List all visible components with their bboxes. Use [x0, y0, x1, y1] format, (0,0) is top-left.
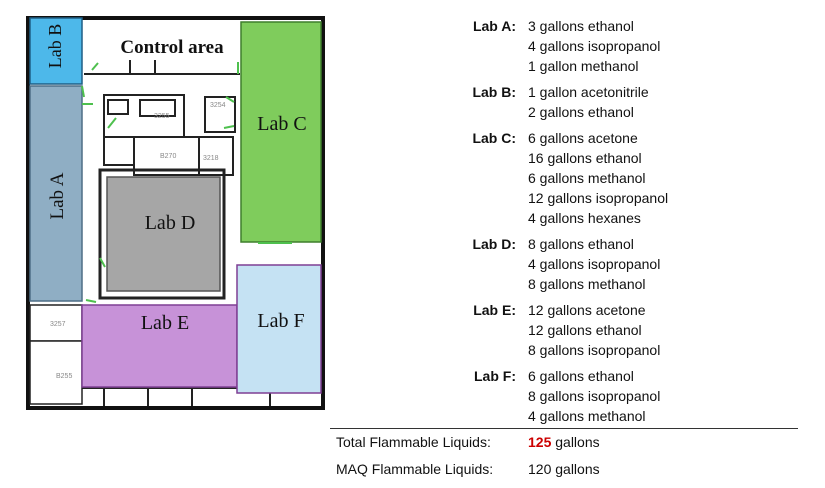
chemical-item: 12 gallons isopropanol — [528, 190, 669, 206]
chemical-list: 1 gallon acetonitrile 2 gallons ethanol — [528, 82, 649, 122]
chemical-item: 4 gallons hexanes — [528, 210, 641, 226]
lab-d-zone[interactable] — [106, 176, 221, 292]
chemical-item: 12 gallons ethanol — [528, 322, 642, 338]
chemical-list: 8 gallons ethanol 4 gallons isopropanol … — [528, 234, 660, 294]
maq-flammable-value: 120 gallons — [528, 461, 600, 477]
lab-f-label: Lab F — [257, 310, 304, 332]
chemical-item: 4 gallons methanol — [528, 408, 646, 424]
stair-rail — [107, 99, 129, 115]
total-flammable-label: Total Flammable Liquids: — [336, 434, 491, 450]
chemical-item: 3 gallons ethanol — [528, 18, 634, 34]
door-markers — [81, 62, 292, 303]
chemical-item: 16 gallons ethanol — [528, 150, 642, 166]
lab-name: Lab C: — [472, 130, 516, 146]
lab-e-zone[interactable] — [81, 304, 238, 388]
chemical-list: 3 gallons ethanol 4 gallons isopropanol … — [528, 16, 660, 76]
chemical-item: 6 gallons methanol — [528, 170, 646, 186]
lab-b-label: Lab B — [45, 24, 65, 69]
lab-a-zone[interactable] — [29, 85, 83, 302]
total-flammable-value: 125 gallons — [528, 432, 600, 452]
total-flammable-number: 125 — [528, 434, 552, 450]
chemical-item: 6 gallons ethanol — [528, 368, 634, 384]
chemical-item: 2 gallons ethanol — [528, 104, 634, 120]
lab-c-label: Lab C — [257, 113, 306, 135]
chemical-item: 8 gallons isopropanol — [528, 388, 661, 404]
room-number: 3255 — [154, 113, 170, 120]
lab-c-zone[interactable] — [240, 21, 322, 243]
control-area-label: Control area — [120, 37, 224, 58]
stair-rail — [139, 99, 176, 117]
lab-b-zone[interactable] — [29, 17, 83, 85]
chemical-item: 8 gallons isopropanol — [528, 342, 661, 358]
chemical-item: 1 gallon acetonitrile — [528, 84, 649, 100]
lab-a-label: Lab A — [47, 172, 68, 219]
chemical-item: 6 gallons acetone — [528, 130, 638, 146]
interior-room — [204, 96, 236, 133]
room-number: 3218 — [203, 155, 219, 162]
lab-name: Lab A: — [472, 18, 516, 34]
chemical-list: 6 gallons ethanol 8 gallons isopropanol … — [528, 366, 660, 426]
lab-d-label: Lab D — [145, 212, 196, 234]
lab-name: Lab D: — [472, 236, 516, 252]
floor-plan: Control area Lab B Lab A Lab C Lab D Lab… — [26, 16, 325, 410]
chemical-item: 4 gallons isopropanol — [528, 38, 661, 54]
room-number: B270 — [160, 153, 176, 160]
chemical-item: 1 gallon methanol — [528, 58, 639, 74]
corridor — [98, 168, 226, 300]
maq-flammable-label: MAQ Flammable Liquids: — [336, 461, 494, 477]
chemical-item: 4 gallons isopropanol — [528, 256, 661, 272]
lab-name: Lab B: — [472, 84, 516, 100]
chemical-item: 8 gallons methanol — [528, 276, 646, 292]
room-number: 3257 — [50, 321, 66, 328]
chemical-list: 6 gallons acetone 16 gallons ethanol 6 g… — [528, 128, 668, 228]
total-flammable-unit: gallons — [551, 434, 600, 450]
summary-divider — [330, 428, 798, 429]
lab-f-zone[interactable] — [236, 264, 322, 394]
chemical-list: 12 gallons acetone 12 gallons ethanol 8 … — [528, 300, 660, 360]
room-number: B255 — [56, 373, 72, 380]
lab-name: Lab F: — [474, 368, 516, 384]
lab-name: Lab E: — [473, 302, 516, 318]
interior-room — [198, 136, 234, 176]
chemical-item: 12 gallons acetone — [528, 302, 646, 318]
chemical-item: 8 gallons ethanol — [528, 236, 634, 252]
lab-e-label: Lab E — [141, 312, 189, 334]
lower-left-room — [29, 340, 83, 405]
room-number: 3254 — [210, 102, 226, 109]
